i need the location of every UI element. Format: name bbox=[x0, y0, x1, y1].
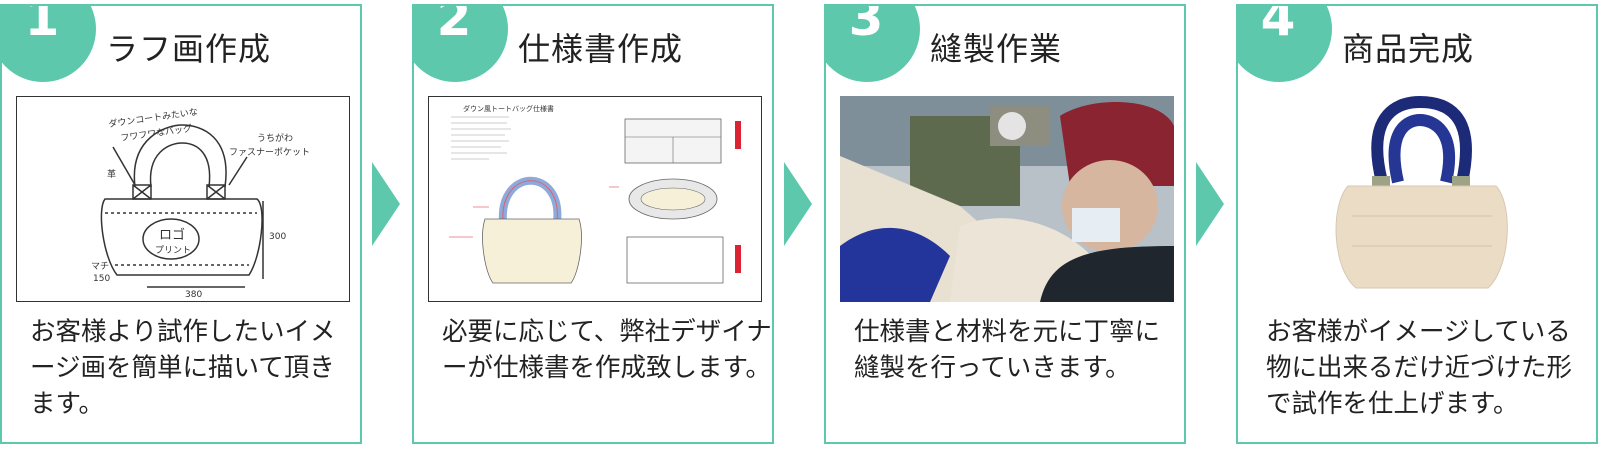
step-number: 1 bbox=[24, 4, 60, 47]
step-badge: 4 bbox=[1238, 4, 1332, 82]
step-badge: 3 bbox=[826, 4, 920, 82]
specification-sheet-image: ダウン風トートバッグ仕様書 bbox=[428, 96, 762, 302]
sketch-note-5: 革 bbox=[107, 168, 116, 180]
sketch-note-4: ファスナーポケット bbox=[229, 147, 310, 158]
step-description: お客様より試作したいイメージ画を簡単に描いて頂きます。 bbox=[30, 317, 336, 419]
step-number: 3 bbox=[848, 4, 884, 47]
sketch-gusset: マチ bbox=[91, 261, 109, 272]
step-title: ラフ画作成 bbox=[106, 30, 272, 68]
step-description: 仕様書と材料を元に丁寧に縫製を行っていきます。 bbox=[854, 317, 1161, 383]
step-description: 必要に応じて、弊社デザイナーが仕様書を作成致します。 bbox=[442, 317, 772, 383]
next-arrow-icon bbox=[1196, 162, 1224, 246]
sewing-photo bbox=[840, 96, 1174, 302]
sketch-print: プリント bbox=[155, 245, 191, 256]
sketch-logo: ロゴ bbox=[159, 227, 185, 243]
step-title: 縫製作業 bbox=[930, 30, 1063, 68]
step-card-4: 4 商品完成 お客様がイメージしている物に出来るだけ近づけた形で試作を仕上げます… bbox=[1236, 4, 1598, 444]
finished-bag-photo bbox=[1252, 96, 1586, 302]
step-card-1: 1 ラフ画作成 bbox=[0, 4, 362, 444]
next-arrow-icon bbox=[784, 162, 812, 246]
step-title: 商品完成 bbox=[1342, 30, 1475, 68]
step-card-2: 2 仕様書作成 ダウン風トートバッグ仕様書 bbox=[412, 4, 774, 444]
spec-sheet-title: ダウン風トートバッグ仕様書 bbox=[463, 104, 554, 113]
step-badge: 2 bbox=[414, 4, 508, 82]
sketch-note-3: うちがわ bbox=[257, 132, 293, 144]
rough-sketch-image: ダウンコートみたいな フワフワなバッグ うちがわ ファスナーポケット 革 ロゴ … bbox=[16, 96, 350, 302]
step-title: 仕様書作成 bbox=[518, 30, 684, 68]
sketch-height: 300 bbox=[269, 232, 286, 242]
step-badge: 1 bbox=[2, 4, 96, 82]
step-description: お客様がイメージしている物に出来るだけ近づけた形で試作を仕上げます。 bbox=[1266, 317, 1573, 419]
sketch-width: 380 bbox=[185, 290, 202, 300]
sketch-gusset-value: 150 bbox=[93, 274, 110, 284]
step-number: 4 bbox=[1260, 4, 1296, 47]
step-number: 2 bbox=[436, 4, 472, 47]
step-card-3: 3 縫製作業 仕様書と材料を元に丁寧に縫製を行っていきます。 bbox=[824, 4, 1186, 444]
next-arrow-icon bbox=[372, 162, 400, 246]
